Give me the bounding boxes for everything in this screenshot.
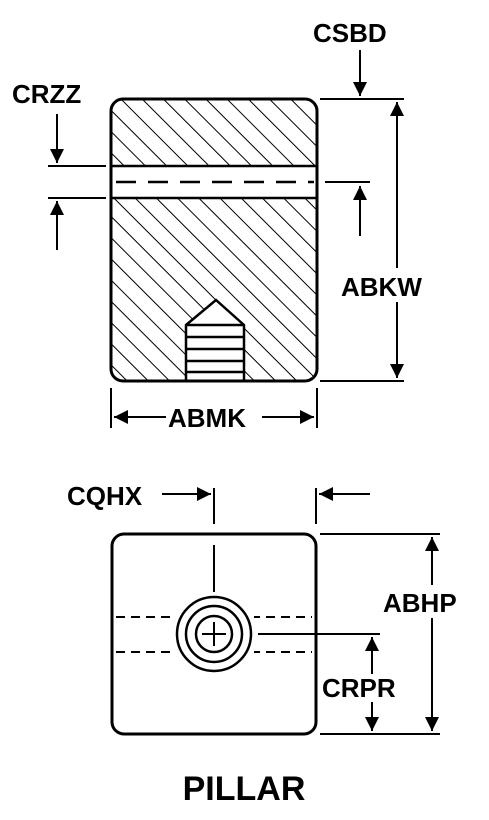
- label-abmk: ABMK: [168, 403, 246, 433]
- dimension-abhp: ABHP: [320, 533, 457, 735]
- dimension-abmk: ABMK: [110, 388, 318, 433]
- pillar-outline-side: [109, 97, 319, 383]
- label-csbd: CSBD: [313, 18, 387, 48]
- dimension-crpr: CRPR: [258, 633, 396, 731]
- dimension-crzz: CRZZ: [12, 79, 106, 250]
- tapped-hole-outline: [184, 298, 246, 381]
- dimension-abkw: ABKW: [320, 102, 422, 382]
- dimension-csbd: CSBD: [313, 18, 404, 236]
- label-crpr: CRPR: [322, 673, 396, 703]
- side-view: [109, 97, 319, 383]
- end-view: [110, 532, 318, 736]
- label-cqhx: CQHX: [67, 481, 143, 511]
- hole-bore: [194, 614, 234, 654]
- label-abkw: ABKW: [341, 272, 422, 302]
- caption-pillar: PILLAR: [183, 770, 306, 808]
- label-abhp: ABHP: [383, 588, 457, 618]
- label-crzz: CRZZ: [12, 79, 81, 109]
- dimension-cqhx: CQHX: [67, 481, 370, 524]
- tapped-hole-inner: [184, 604, 244, 664]
